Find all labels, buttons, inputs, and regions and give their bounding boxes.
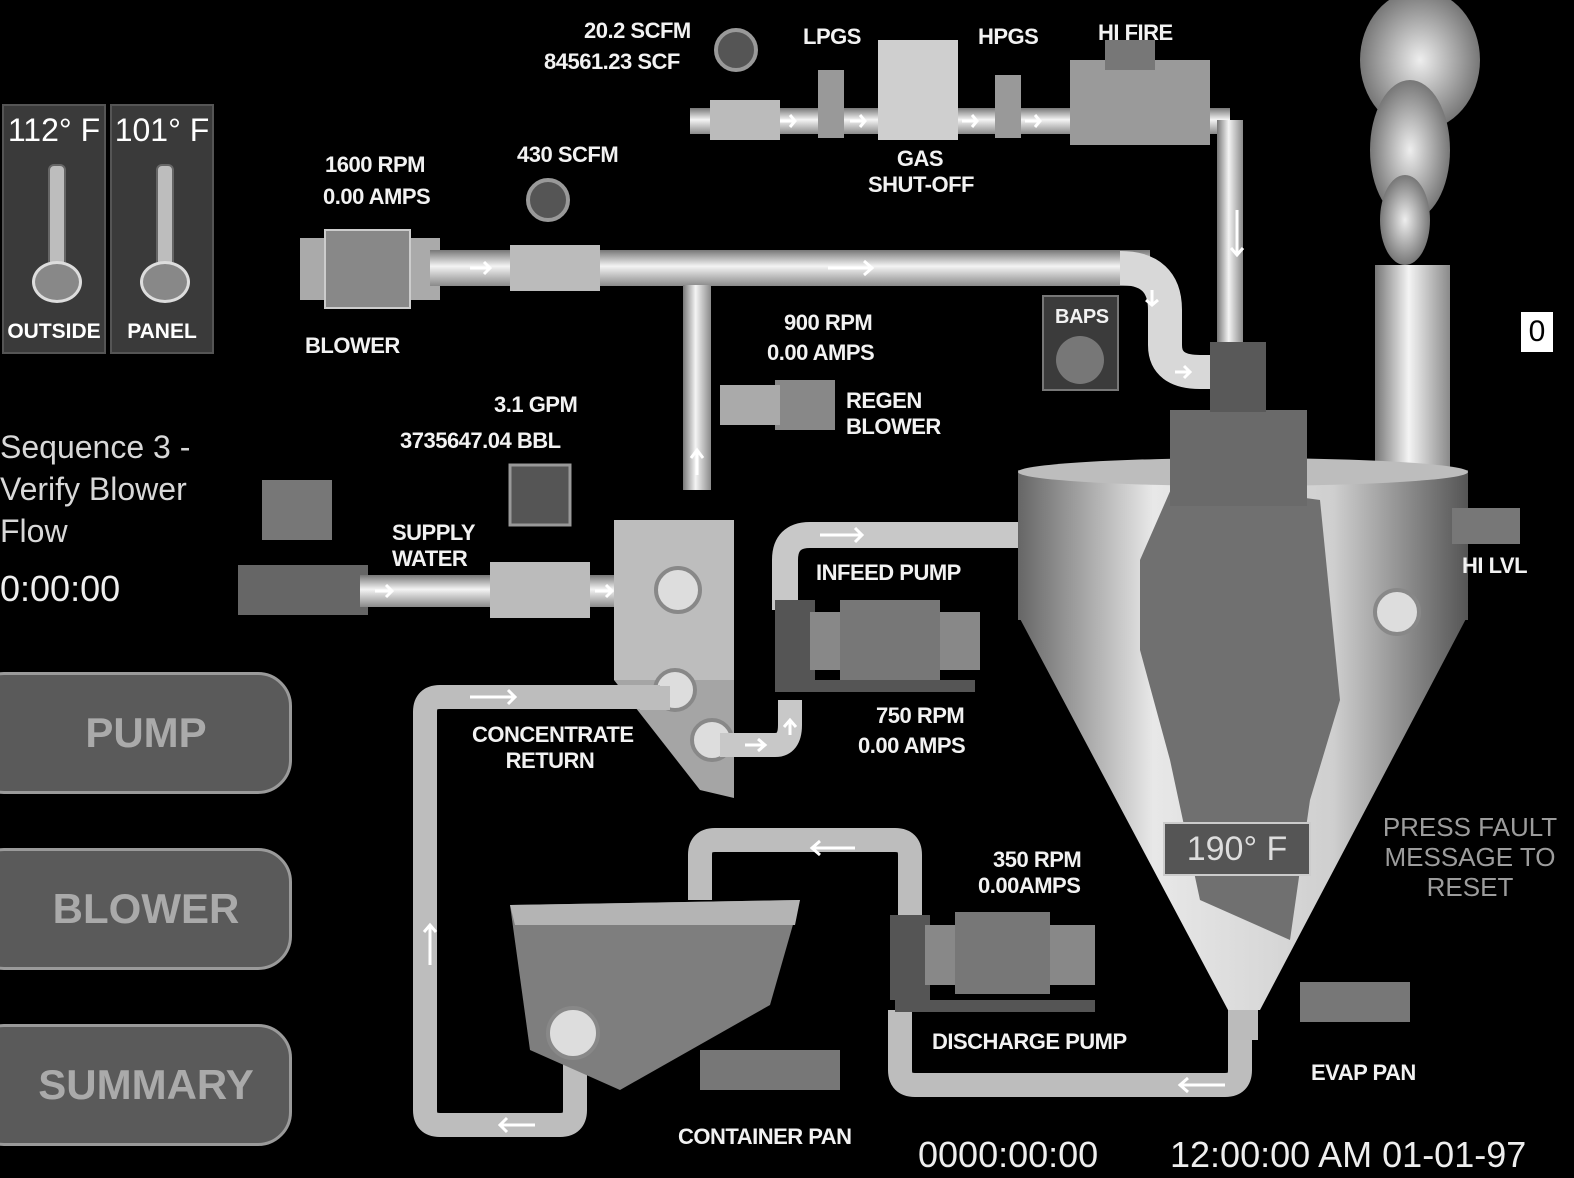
sequence-status: Sequence 3 - Verify Blower Flow <box>0 426 190 552</box>
water-flow-total: 3735647.04 BBL <box>400 428 561 453</box>
lpgs-label: LPGS <box>803 24 861 49</box>
regen-blower-label-1: REGEN <box>846 388 922 413</box>
infeed-pump-amps: 0.00 AMPS <box>858 733 966 758</box>
blower-button[interactable]: BLOWER <box>0 848 292 970</box>
water-flow-rate: 3.1 GPM <box>494 392 578 417</box>
stack-smoke <box>1360 0 1480 265</box>
fault-message-line-2: MESSAGE TO <box>1384 842 1556 872</box>
sequence-line-2: Verify Blower <box>0 471 187 507</box>
fault-message-line-3: RESET <box>1426 872 1514 902</box>
outside-thermometer: 112° F OUTSIDE <box>2 104 106 354</box>
regen-blower-label: REGEN BLOWER <box>846 388 941 440</box>
container-pan-label: CONTAINER PAN <box>678 1124 852 1149</box>
discharge-line <box>688 828 1252 1097</box>
air-flow-rate: 430 SCFM <box>517 142 619 167</box>
gas-flow-rate: 20.2 SCFM <box>584 18 691 43</box>
thermometer-bulb <box>140 261 190 303</box>
gas-shutoff-line-2: SHUT-OFF <box>868 172 975 197</box>
blower-amps: 0.00 AMPS <box>323 184 431 209</box>
evaporator-vessel <box>1018 342 1520 1040</box>
panel-temp-value: 101° F <box>114 112 210 148</box>
infeed-pump-label: INFEED PUMP <box>816 560 961 585</box>
discharge-pump-label: DISCHARGE PUMP <box>932 1029 1127 1054</box>
sequence-line-3: Flow <box>0 513 68 549</box>
gas-shutoff-line-1: GAS <box>896 146 944 171</box>
air-line <box>300 178 1215 490</box>
system-datetime: 12:00:00 AM 01-01-97 <box>1170 1134 1527 1175</box>
discharge-pump-amps: 0.00AMPS <box>978 873 1081 898</box>
supply-water-line-1: SUPPLY <box>392 520 476 545</box>
baps-switch <box>1042 295 1119 391</box>
evap-pan-label: EVAP PAN <box>1311 1060 1416 1085</box>
concentrate-return-label: CONCENTRATE RETURN <box>472 722 634 774</box>
hi-fire-label: HI FIRE <box>1098 20 1173 45</box>
panel-thermometer: 101° F PANEL <box>110 104 214 354</box>
thermometer-bulb <box>32 261 82 303</box>
container-pan <box>510 900 840 1090</box>
outside-temp-label: OUTSIDE <box>7 320 101 343</box>
gas-flow-total: 84561.23 SCF <box>544 49 680 74</box>
sequence-timer: 0:00:00 <box>0 568 121 609</box>
infeed-pump-rpm: 750 RPM <box>876 703 965 728</box>
panel-temp-label: PANEL <box>127 320 197 343</box>
regen-blower-label-2: BLOWER <box>846 414 941 439</box>
fault-reset-message[interactable]: PRESS FAULT MESSAGE TO RESET <box>1378 812 1562 902</box>
discharge-pump-rpm: 350 RPM <box>993 847 1082 872</box>
concentrate-return-line-1: CONCENTRATE <box>472 722 634 747</box>
gas-shutoff-label: GAS SHUT-OFF <box>868 146 975 198</box>
concentrate-return-line <box>413 685 670 1137</box>
regen-blower-amps: 0.00 AMPS <box>767 340 875 365</box>
blower-label: BLOWER <box>305 333 400 358</box>
fault-message-line-1: PRESS FAULT <box>1382 812 1558 842</box>
hpgs-label: HPGS <box>978 24 1039 49</box>
supply-water-line-2: WATER <box>392 546 468 571</box>
sequence-line-1: Sequence 3 - <box>0 429 191 465</box>
exhaust-stack <box>1375 265 1450 480</box>
baps-label: BAPS <box>1055 306 1109 328</box>
hi-lvl-label: HI LVL <box>1462 553 1528 578</box>
gas-line <box>690 28 1243 345</box>
pump-button[interactable]: PUMP <box>0 672 292 794</box>
elapsed-time: 0000:00:00 <box>918 1134 1099 1175</box>
flow-arrows <box>375 114 1245 1134</box>
regen-blower-rpm: 900 RPM <box>784 310 873 335</box>
evaporator-temperature: 190° F <box>1163 822 1311 876</box>
summary-button[interactable]: SUMMARY <box>0 1024 292 1146</box>
supply-water-label: SUPPLY WATER <box>392 520 476 572</box>
level-indicator-box[interactable]: 0 <box>1521 312 1553 352</box>
concentrate-return-line-2: RETURN <box>505 748 595 773</box>
separator-tank <box>614 520 734 798</box>
outside-temp-value: 112° F <box>7 112 101 148</box>
blower-rpm: 1600 RPM <box>325 152 425 177</box>
